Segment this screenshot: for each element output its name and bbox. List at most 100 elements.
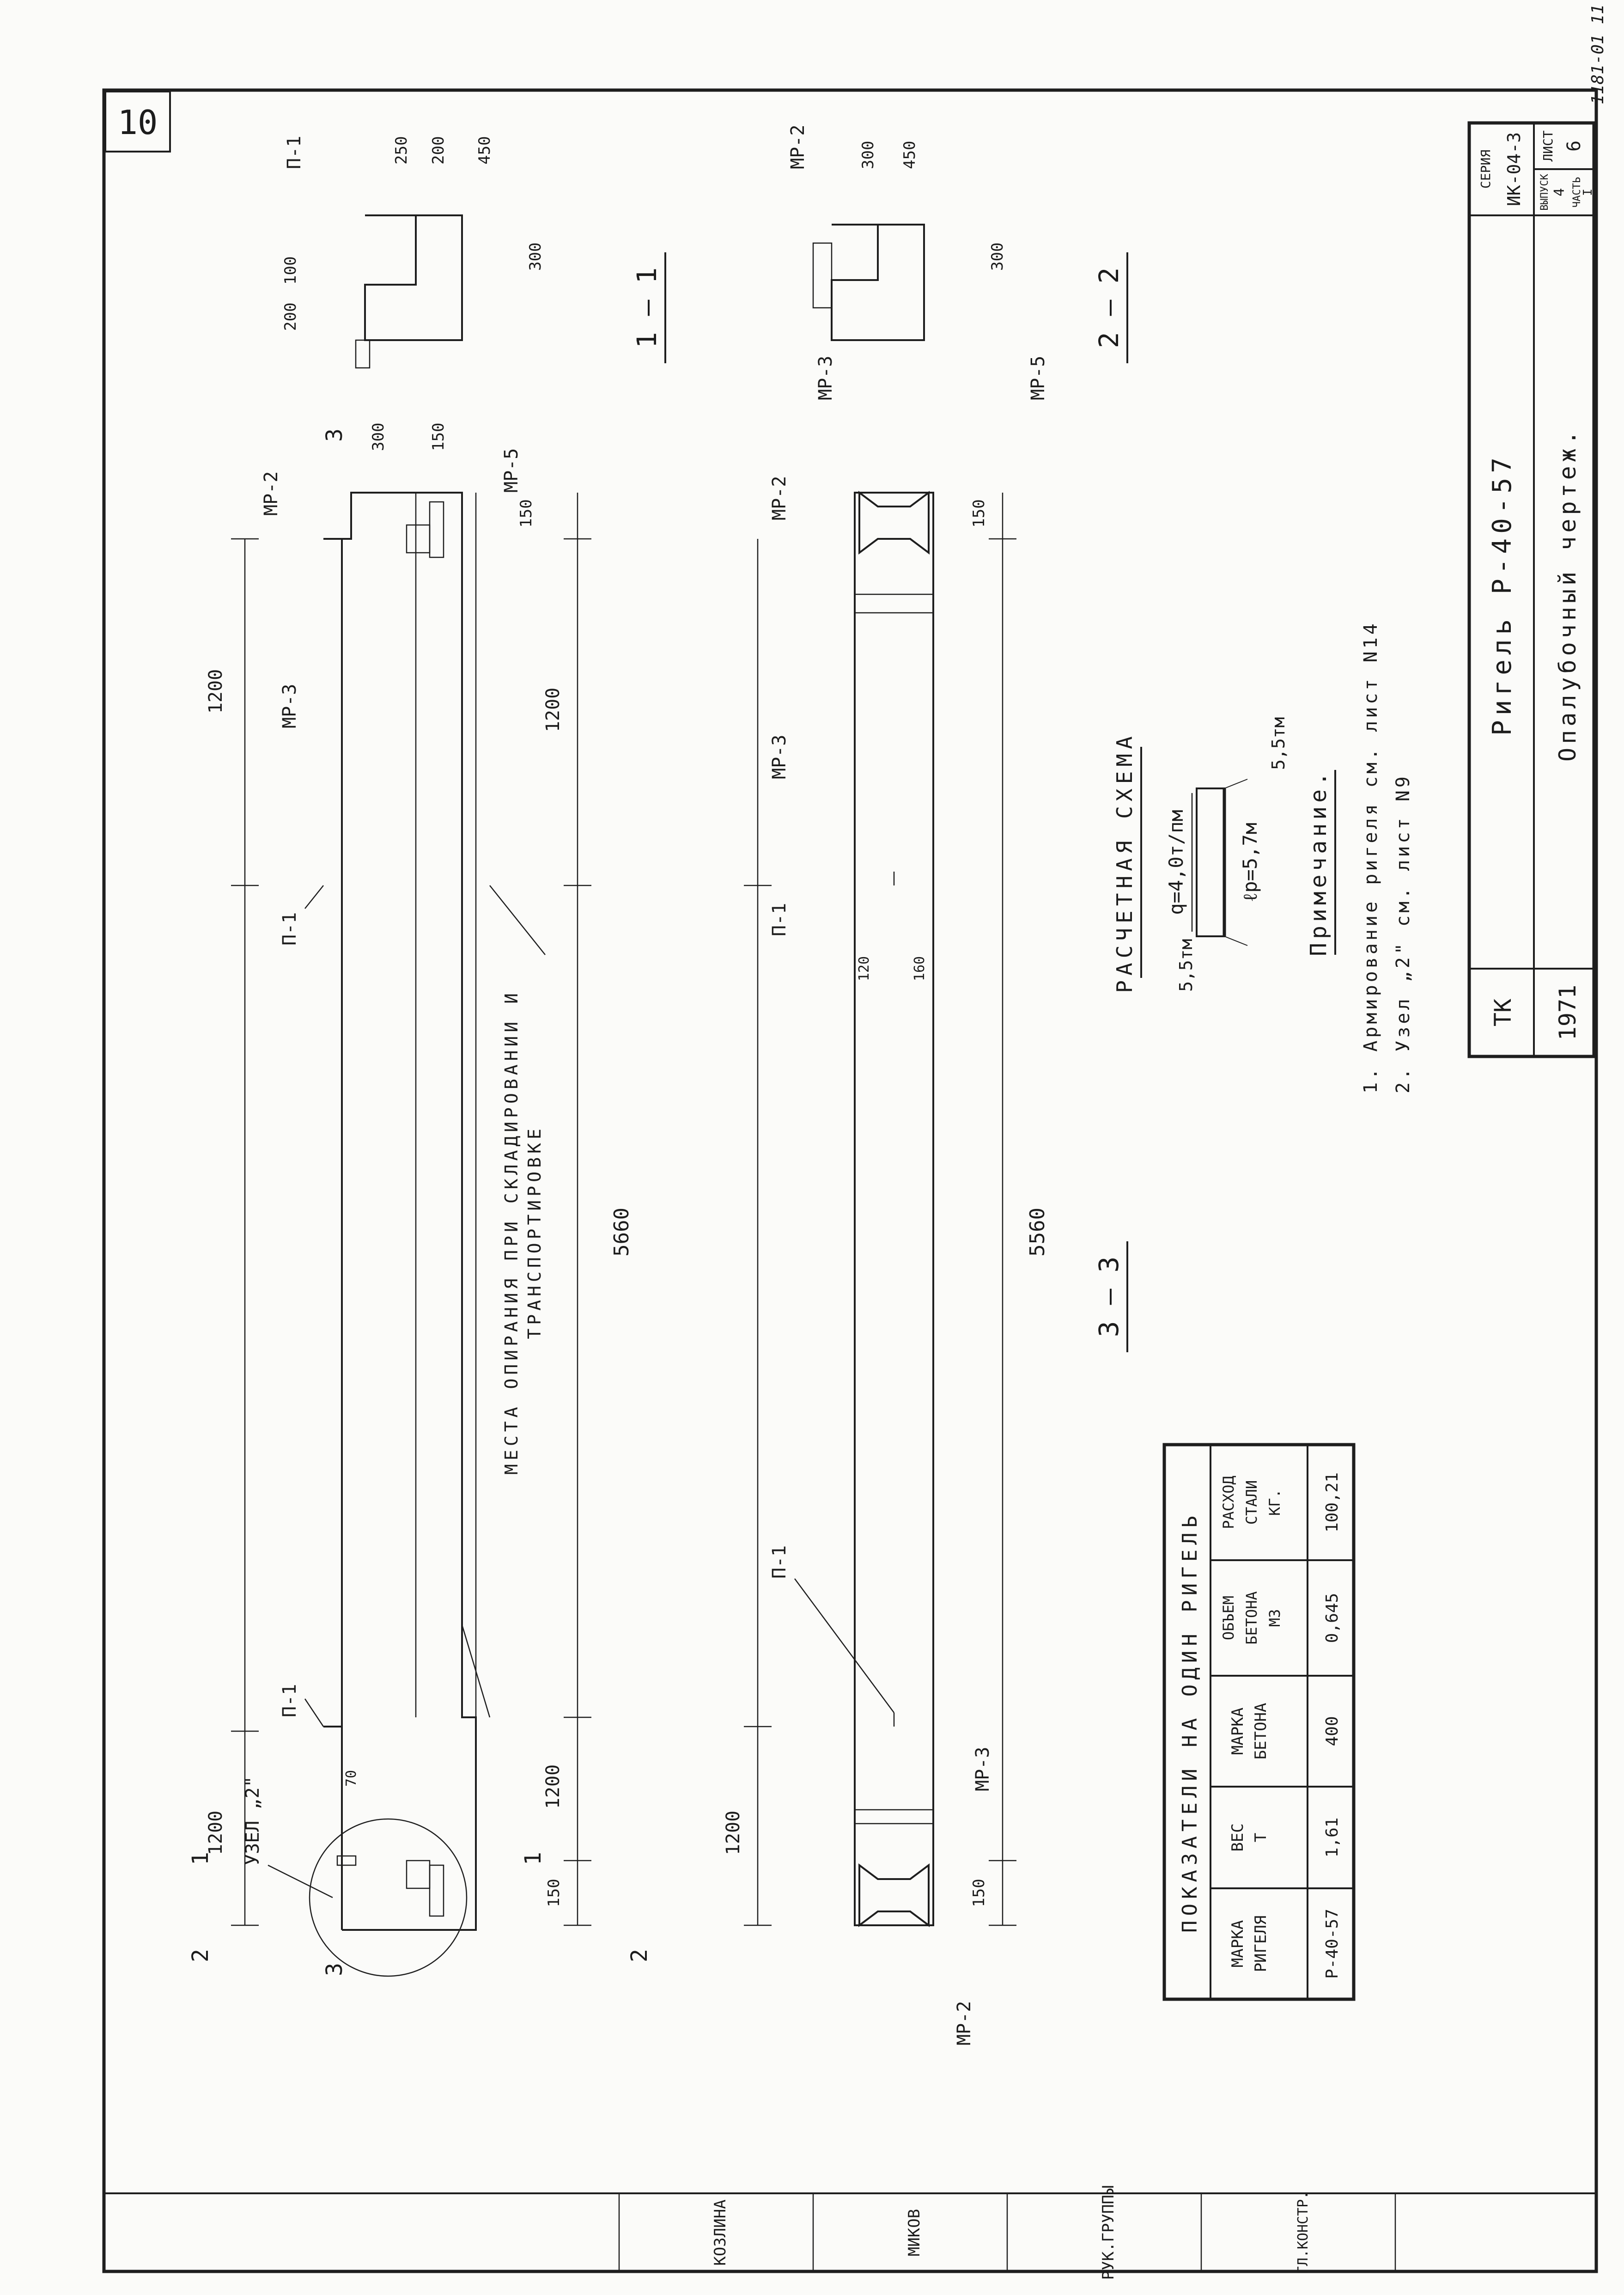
stamp-cell-3: ГЛ.КОНСТР. [1295,2191,1311,2275]
section-title-1-1: 1 — 1 [631,268,663,348]
dim-150-bottom-right: 150 [517,499,535,527]
notes: Примечание. 1. Армирование ригеля см. ли… [1306,621,1414,1093]
calc-title: РАСЧЕТНАЯ СХЕМА [1112,732,1137,993]
s22-label-mr3: МР-3 [815,356,836,400]
support-note-line1: МЕСТА ОПИРАНИЯ ПРИ СКЛАДИРОВАНИИ И [501,989,522,1475]
s22-dim-300b: 300 [859,141,877,169]
plan-dim-1200: 1200 [723,1811,744,1855]
beam-plan: 1200 150 150 5560 120 160 П-1 П-1 МР-3 М… [723,476,1128,2045]
plan-end-right [858,491,930,555]
s22-dim-450: 450 [900,141,919,169]
plate-mr2-right [429,501,444,558]
dim-1200-top-left: 1200 [205,1811,226,1855]
tb-part: I [1581,189,1595,196]
stamp-cell-2: РУК.ГРУППЫ [1099,2185,1118,2280]
indicators-table: ПОКАЗАТЕЛИ НА ОДИН РИГЕЛЬ МАРКА РИГЕЛЯ В… [1162,1443,1356,2001]
title-block-frame [1467,121,1596,1058]
plan-label-mr2-right: МР-2 [769,476,790,520]
tb-series: ИК-04-3 [1504,132,1524,206]
dim-1200-bottom-right: 1200 [542,688,564,732]
s11-dim-200: 200 [281,303,300,331]
section-mark-1-bottom: 1 [520,1852,546,1865]
table-header-4-2: КГ. [1266,1489,1283,1516]
tb-sheet: 6 [1563,140,1585,152]
beam-outline [341,492,477,1931]
tb-issue: 4 [1551,188,1568,196]
table-cell-2: 400 [1323,1716,1342,1746]
tb-series-label: СЕРИЯ [1478,150,1493,189]
section-mark-3-right: 3 [322,428,347,442]
calc-moment-left: 5,5тм [1176,939,1196,992]
plan-label-mr3-left: МР-3 [972,1747,993,1791]
table-header-1-0: ВЕС [1229,1823,1247,1851]
section-title-3-3: 3 — 3 [1093,1257,1125,1337]
plan-dim-150-right: 150 [970,499,988,527]
dim-5560: 5560 [1026,1208,1049,1257]
s22-label-mr5: МР-5 [1028,356,1049,400]
handwritten-code: 1181-01 11 [1588,4,1607,104]
s22-label-mr2: МР-2 [787,125,809,169]
s11-dim-100: 100 [281,256,300,285]
section-2-2: 300 300 450 МР-2 МР-3 МР-5 2 — 2 [787,125,1128,400]
calculation-scheme: РАСЧЕТНАЯ СХЕМА q=4,0т/пм ℓр=5,7м 5,5тм … [1112,717,1289,993]
node-2-circle [309,1818,468,1977]
plate-mr2-left [429,1864,444,1917]
dim-1200-top-right: 1200 [205,669,226,714]
table-frame [1162,1443,1356,2001]
section-title-2-2: 2 — 2 [1093,268,1125,348]
stamp-cell-1: МИКОВ [905,2209,924,2256]
section-1-1-outline [364,214,463,341]
stamp-strip: КОЗЛИНА МИКОВ РУК.ГРУППЫ ГЛ.КОНСТР. [103,2185,1597,2280]
rotated-content: 1200 1200 150 1200 1200 150 5660 МЕСТА О… [103,4,1607,2280]
dim-160: 160 [912,956,928,981]
note-item-2: 2. Узел „2" см. лист N9 [1393,774,1414,1093]
dim-5660: 5660 [610,1208,633,1257]
calc-load-block [1196,787,1225,937]
section-2-2-outline [831,224,925,341]
beam-elevation: 1200 1200 150 1200 1200 150 5660 МЕСТА О… [188,423,652,1977]
s11-label-p1: П-1 [284,136,305,169]
table-header-2-0: МАРКА [1229,1708,1247,1755]
tb-sheet-label: ЛИСТ [1540,130,1556,162]
label-mr3-top: МР-3 [279,684,300,728]
section-mark-3-left: 3 [322,1963,347,1976]
dim-1200-bottom-left: 1200 [542,1764,564,1809]
sheet-number: 10 [118,103,158,142]
plan-dim-150-left: 150 [970,1879,988,1907]
table-cell-4: 100,21 [1323,1472,1342,1532]
plate-mr3-left [406,1860,431,1889]
plan-label-mr2-left: МР-2 [954,2001,975,2045]
table-cell-1: 1,61 [1323,1818,1342,1858]
plan-label-mr3-right: МР-3 [769,735,790,779]
tb-issue-label: ВЫПУСК [1539,174,1551,211]
table-header-4-0: РАСХОД [1220,1476,1237,1529]
dim-120: 120 [856,956,872,981]
tb-part-label: ЧАСТЬ [1571,177,1583,208]
label-p1-center: П-1 [279,912,300,946]
stamp-cell-0: КОЗЛИНА [711,2199,730,2265]
plan-outline [854,492,934,1926]
notes-title: Примечание. [1306,769,1332,956]
tb-org: ТК [1490,999,1516,1026]
tb-name: Ригель Р-40-57 [1487,453,1517,736]
dim-150-bottom-left: 150 [545,1879,563,1907]
label-mr5-top: МР-5 [501,448,522,493]
s11-dim-200b: 200 [429,136,448,165]
calc-load: q=4,0т/пм [1165,810,1187,915]
section-mark-2-top: 2 [188,1949,213,1962]
table-cell-0: Р-40-57 [1323,1909,1342,1979]
sheet-frame [102,88,1598,2273]
tb-year: 1971 [1554,985,1581,1040]
sheet-number-box: 10 [104,91,171,153]
table-header-0-1: РИГЕЛЯ [1252,1916,1270,1972]
note-item-1: 1. Армирование ригеля см. лист N14 [1360,621,1381,1093]
section-mark-2-bottom: 2 [626,1949,652,1962]
table-header-4-1: СТАЛИ [1243,1480,1260,1525]
s22-dim-300: 300 [988,243,1007,271]
tb-drawing: Опалубочный чертеж. [1554,427,1581,762]
table-header-2-1: БЕТОНА [1252,1703,1270,1760]
table-header-1-1: Т [1252,1833,1270,1842]
label-uzel2: УЗЕЛ „2" [242,1776,263,1865]
dim-150-right: 150 [429,423,448,451]
